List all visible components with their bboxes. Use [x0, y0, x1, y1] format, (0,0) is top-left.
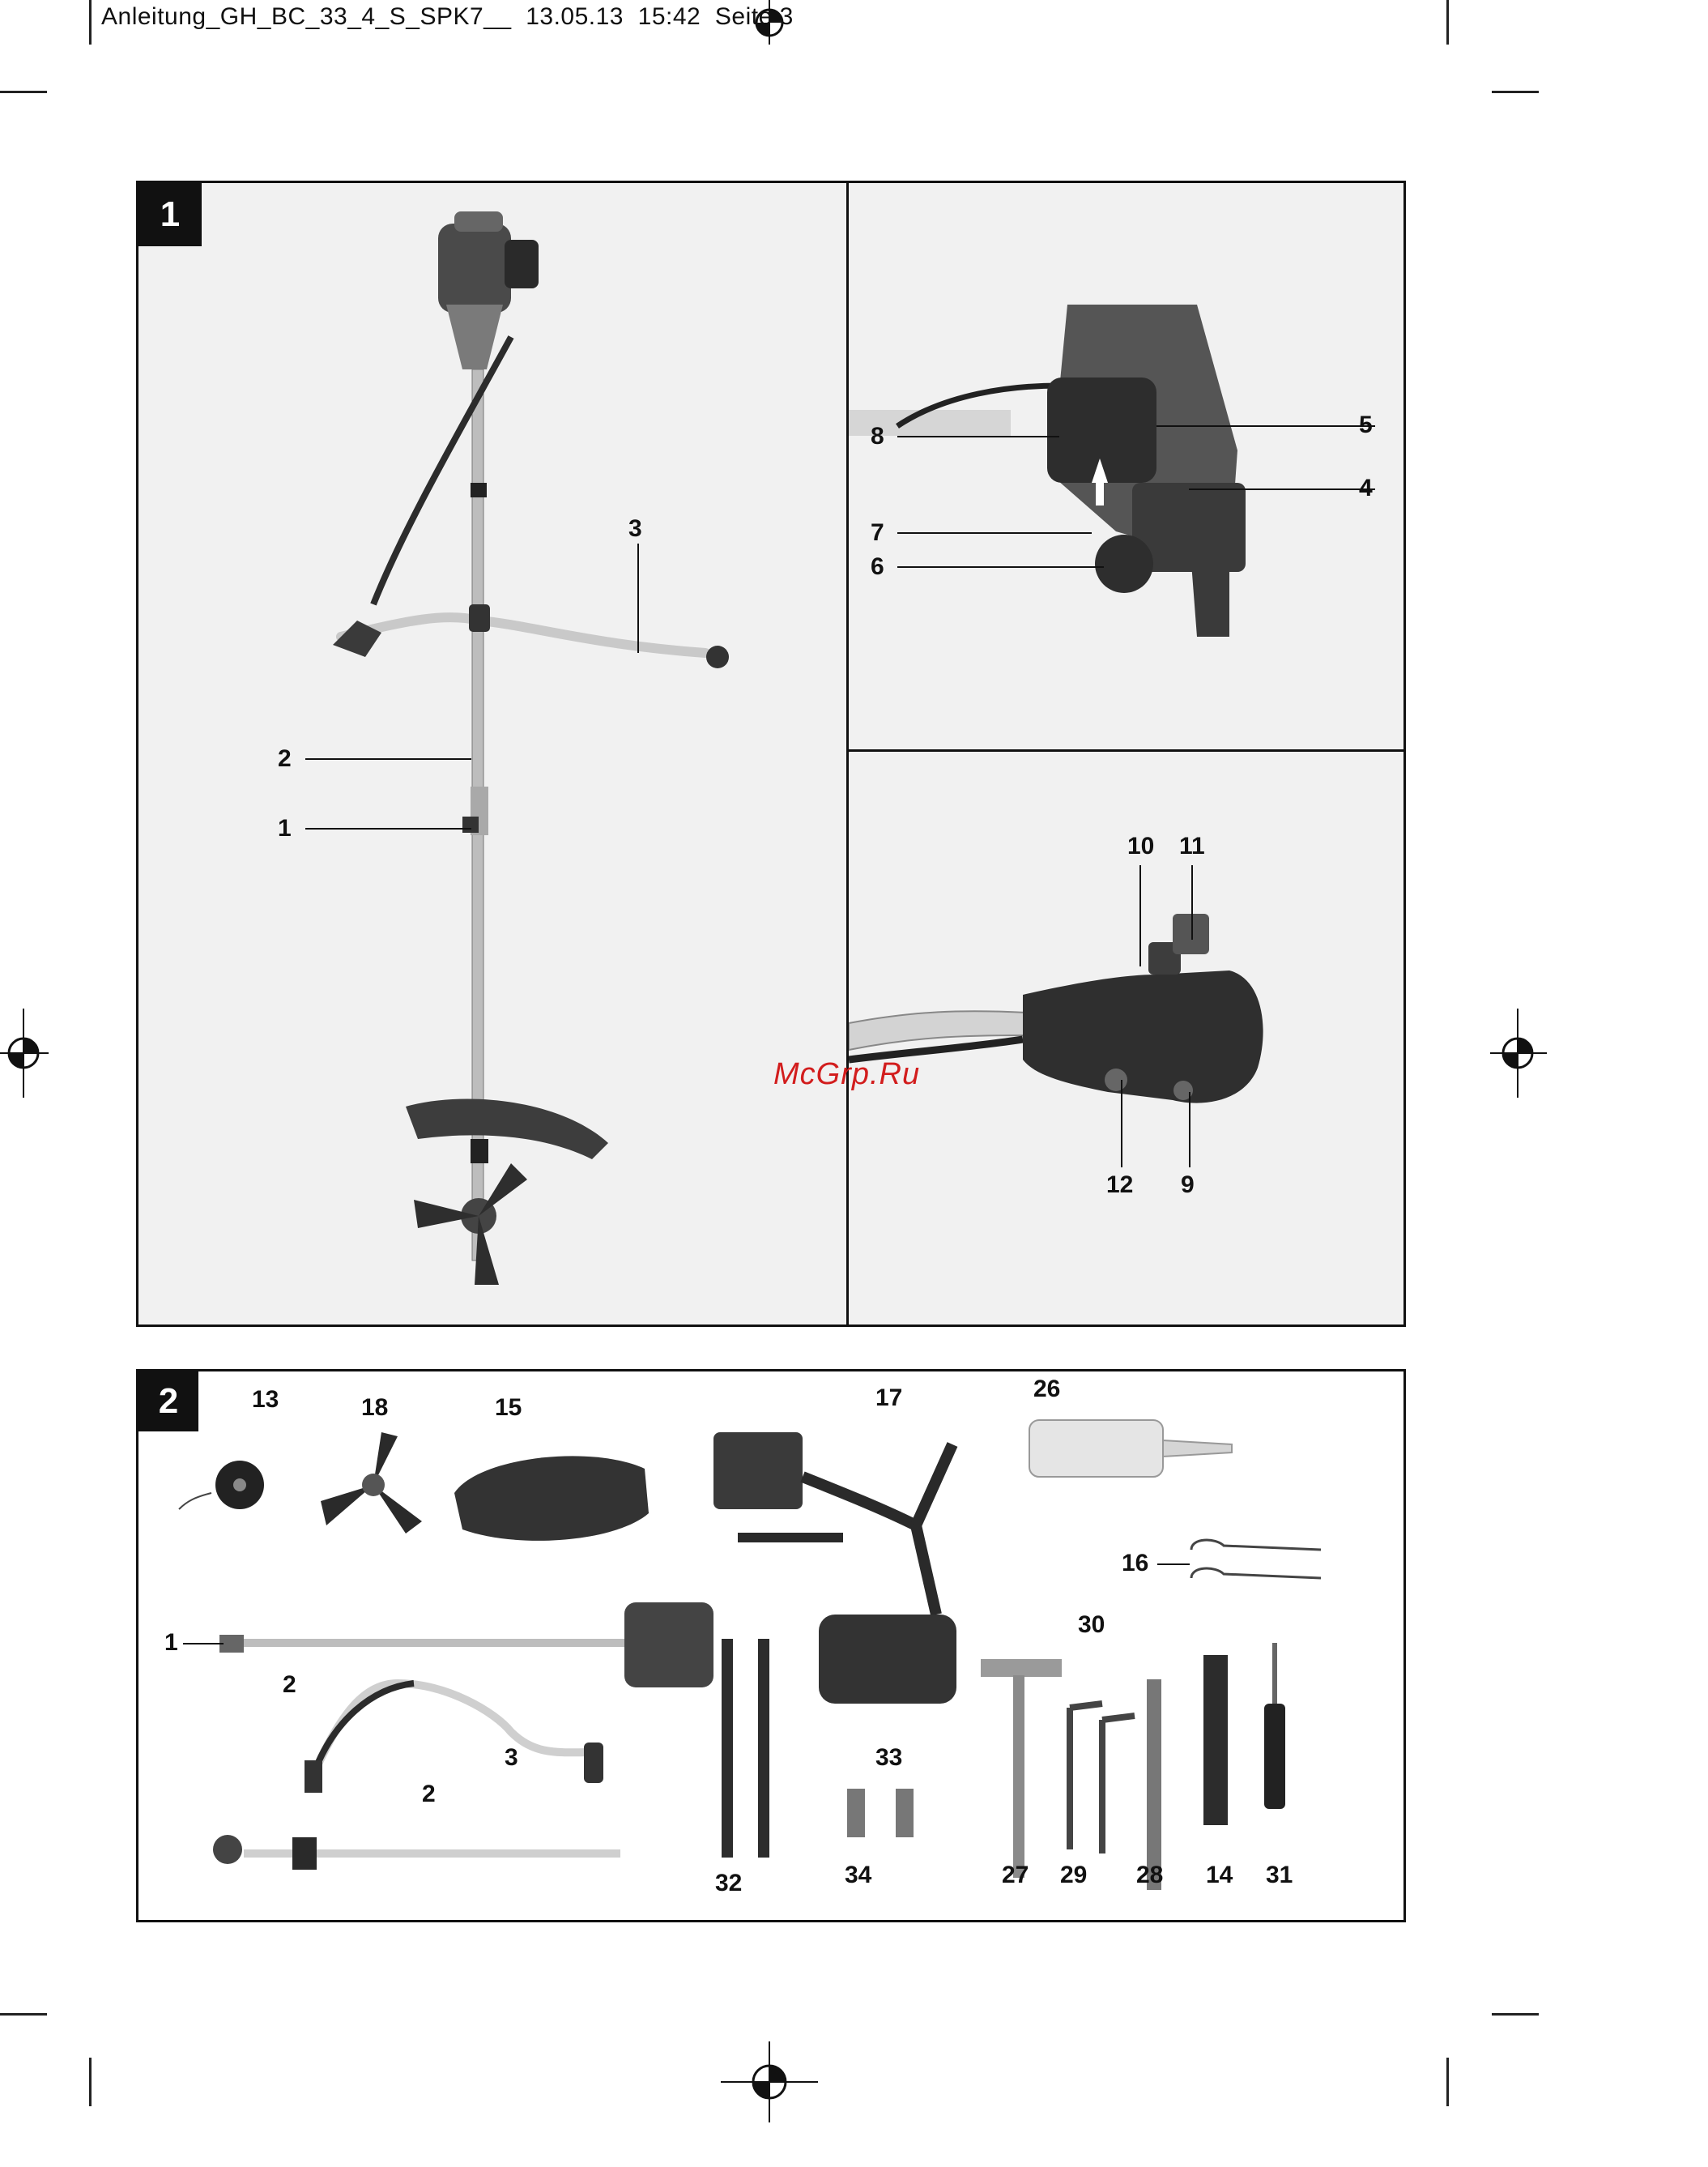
leader-line — [1189, 1092, 1190, 1167]
label-30: 30 — [1078, 1611, 1105, 1639]
label-33: 33 — [875, 1744, 902, 1772]
leader-line — [183, 1643, 224, 1644]
leader-line — [1139, 865, 1141, 966]
label-15: 15 — [495, 1394, 522, 1422]
label-27: 27 — [1002, 1862, 1029, 1889]
label-4: 4 — [1359, 475, 1373, 502]
leader-line — [1121, 1080, 1122, 1167]
label-32: 32 — [715, 1870, 742, 1897]
label-9: 9 — [1181, 1171, 1195, 1199]
label-6: 6 — [871, 553, 884, 581]
registration-mark-icon — [721, 2041, 818, 2122]
label-2: 2 — [283, 1671, 296, 1699]
crop-mark — [1492, 2013, 1539, 2016]
leader-line — [1189, 488, 1375, 490]
leader-line — [897, 566, 1104, 568]
label-18: 18 — [361, 1394, 388, 1422]
label-26: 26 — [1033, 1376, 1060, 1403]
leader-line — [1156, 425, 1375, 427]
label-28: 28 — [1136, 1862, 1163, 1889]
label-12: 12 — [1106, 1171, 1133, 1199]
label-1: 1 — [278, 815, 292, 842]
header-text: Anleitung_GH_BC_33_4_S_SPK7__ 13.05.13 1… — [101, 3, 794, 31]
label-2b: 2 — [422, 1781, 436, 1808]
label-10: 10 — [1127, 833, 1154, 860]
figure2-parts-panel: 2 13 18 15 17 26 16 1 2 3 2 30 33 32 34 … — [136, 1369, 1406, 1922]
figure1-engine-panel: 5 4 8 7 6 — [846, 181, 1406, 757]
figure-number: 1 — [138, 183, 202, 246]
figure-number: 2 — [138, 1371, 198, 1431]
label-5: 5 — [1359, 412, 1373, 439]
crop-mark — [89, 2058, 92, 2106]
leader-line — [897, 532, 1092, 534]
engine-closeup-illustration — [849, 183, 1406, 757]
watermark-text: McGrp.Ru — [773, 1057, 920, 1092]
parts-illustration — [138, 1371, 1406, 1922]
label-1: 1 — [164, 1629, 178, 1657]
crop-mark — [0, 91, 47, 93]
label-13: 13 — [252, 1386, 279, 1414]
crop-mark — [1492, 91, 1539, 93]
label-8: 8 — [871, 423, 884, 450]
registration-mark-icon — [0, 1009, 49, 1098]
label-31: 31 — [1266, 1862, 1293, 1889]
label-16: 16 — [1122, 1550, 1148, 1577]
label-34: 34 — [845, 1862, 871, 1889]
brush-cutter-illustration — [138, 183, 849, 1327]
label-3: 3 — [628, 515, 642, 543]
crop-mark — [0, 2013, 47, 2016]
leader-line — [1191, 865, 1193, 940]
registration-mark-icon — [721, 0, 818, 49]
crop-mark — [1446, 0, 1449, 45]
leader-line — [305, 758, 471, 760]
leader-line — [897, 436, 1059, 437]
leader-line — [637, 544, 639, 653]
label-11: 11 — [1179, 833, 1205, 860]
registration-mark-icon — [1490, 1009, 1547, 1098]
label-29: 29 — [1060, 1862, 1087, 1889]
crop-mark — [1446, 2058, 1449, 2106]
label-17: 17 — [875, 1384, 902, 1412]
label-14: 14 — [1206, 1862, 1233, 1889]
figure1-main-panel: 1 3 2 1 — [136, 181, 849, 1327]
crop-mark — [89, 0, 92, 45]
label-3: 3 — [505, 1744, 518, 1772]
label-7: 7 — [871, 519, 884, 547]
leader-line — [1157, 1563, 1190, 1565]
label-2: 2 — [278, 745, 292, 773]
leader-line — [305, 828, 471, 830]
figure1-handle-panel: 10 11 12 9 — [846, 749, 1406, 1327]
